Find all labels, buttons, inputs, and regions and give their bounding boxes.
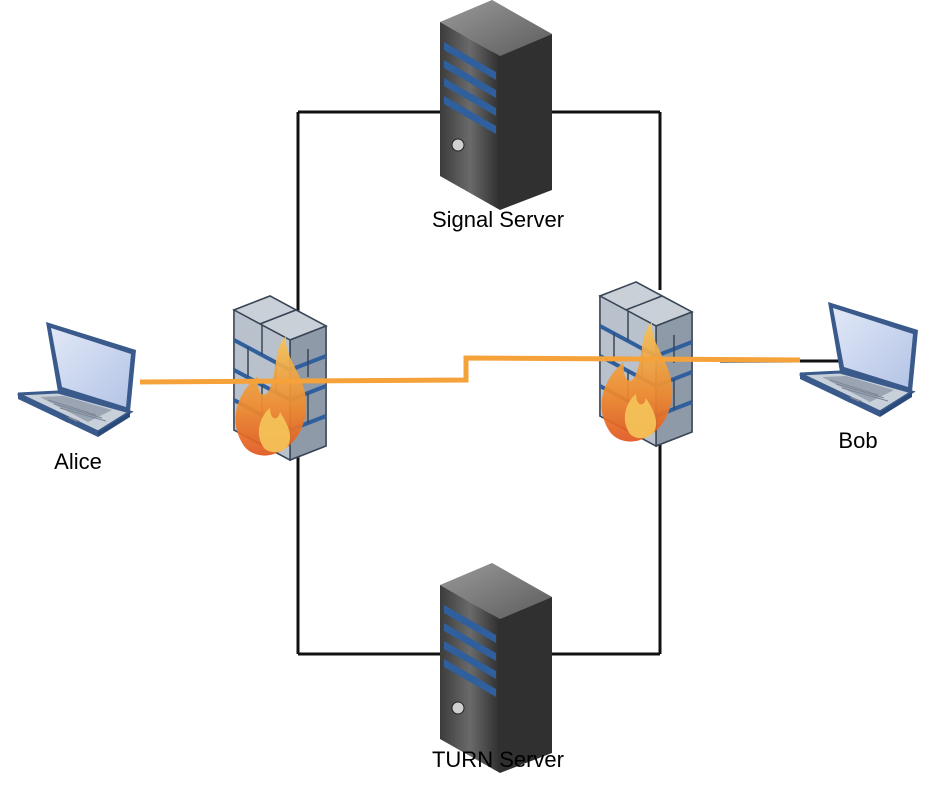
alice-laptop — [16, 320, 138, 439]
firewall-icon — [232, 294, 328, 462]
turn-server-label: TURN Server — [432, 747, 564, 772]
alice-label: Alice — [54, 449, 102, 474]
signal-server — [439, 0, 553, 211]
firewall-left — [232, 294, 328, 462]
firewall-right — [598, 280, 694, 448]
firewall-icon — [598, 280, 694, 448]
server-icon — [439, 0, 553, 211]
turn-server — [439, 562, 553, 774]
bob-label: Bob — [838, 428, 877, 453]
laptop-icon — [16, 320, 138, 439]
signal-server-label: Signal Server — [432, 207, 564, 232]
media-path — [139, 355, 801, 385]
server-icon — [439, 562, 553, 774]
